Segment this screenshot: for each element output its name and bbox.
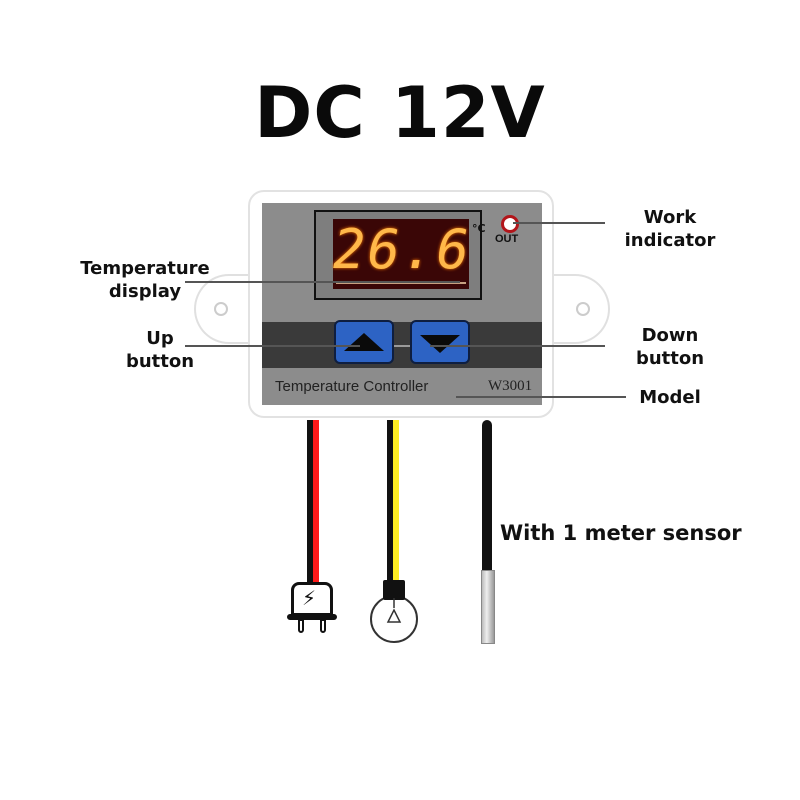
up-button[interactable] [334, 320, 394, 364]
plug-prong [320, 619, 326, 633]
callout-work-indicator: Work indicator [620, 206, 720, 252]
lightning-bolt-icon: ⚡ [302, 586, 317, 610]
display-underline [336, 282, 466, 284]
callout-line-1: Up [146, 328, 174, 349]
up-arrow-icon [344, 333, 384, 351]
callout-line-2: indicator [624, 230, 716, 251]
callout-line-1: Temperature [80, 258, 210, 279]
down-button[interactable] [410, 320, 470, 364]
plug-bar [287, 614, 337, 620]
leader-work-indicator [513, 222, 605, 224]
sensor-cable [482, 420, 492, 572]
bulb-cap [383, 580, 405, 600]
callout-line-2: button [125, 351, 195, 372]
work-indicator-led [501, 215, 519, 233]
brand-text: Temperature Controller [275, 378, 429, 395]
mounting-ear-left [194, 274, 254, 344]
page-title: DC 12V [254, 72, 546, 154]
out-label: OUT [495, 233, 519, 245]
power-wire-black [307, 420, 313, 582]
load-wire-yellow [393, 420, 399, 582]
callout-down-button: Down button [630, 324, 710, 370]
screw-hole [214, 302, 228, 316]
plug-body [291, 582, 333, 616]
callout-model: Model [639, 387, 701, 408]
callout-line-1: Work [643, 207, 697, 228]
leader-up-button [185, 345, 360, 347]
celsius-unit: °C [472, 222, 486, 235]
down-arrow-icon [420, 335, 460, 353]
leader-down-button [430, 345, 605, 347]
screw-hole [576, 302, 590, 316]
leader-model [456, 396, 626, 398]
mounting-ear-right [550, 274, 610, 344]
temperature-display [333, 219, 469, 289]
callout-temperature-display: Temperature display [75, 257, 215, 303]
callout-line-1: Down [641, 325, 699, 346]
callout-up-button: Up button [120, 327, 200, 373]
temperature-readout: 26.6 [333, 218, 472, 281]
callout-line-2: display [108, 281, 182, 302]
callout-sensor: With 1 meter sensor [500, 521, 742, 545]
leader-temperature-display [185, 281, 460, 283]
power-wire-red [313, 420, 319, 582]
load-wire-black [387, 420, 393, 582]
plug-prong [298, 619, 304, 633]
callout-line-2: button [635, 348, 705, 369]
temperature-probe-icon [481, 570, 495, 644]
model-number: W3001 [488, 378, 533, 394]
button-band-stripe [262, 345, 542, 347]
bulb-filament [386, 598, 402, 623]
